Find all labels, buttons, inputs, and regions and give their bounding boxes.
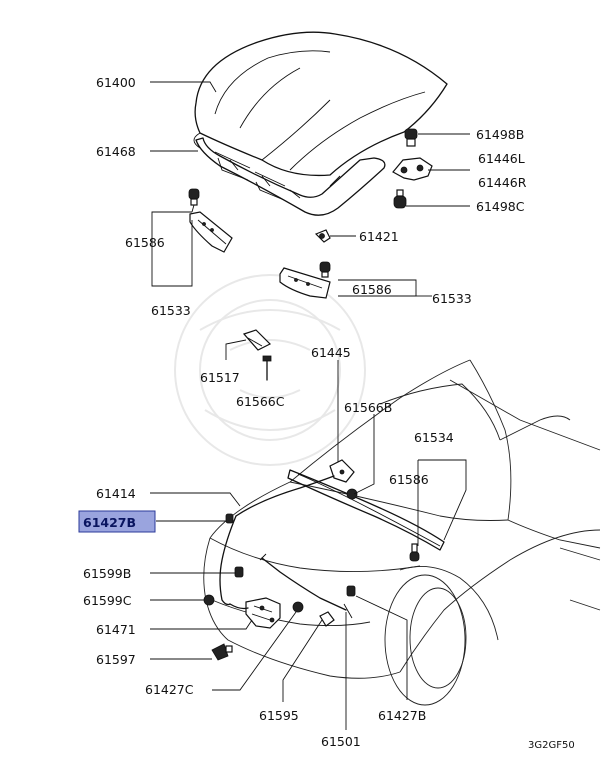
label-61421[interactable]: 61421 (359, 229, 399, 244)
label-61445[interactable]: 61445 (311, 345, 351, 360)
clip-61599C[interactable] (203, 594, 215, 606)
label-61427C[interactable]: 61427C (145, 682, 194, 697)
clip-61599B[interactable] (234, 566, 244, 578)
label-61586-mid[interactable]: 61586 (352, 282, 392, 297)
label-61427B-bottom[interactable]: 61427B (378, 708, 426, 723)
clamp-61427B-lower[interactable] (346, 585, 356, 597)
highlight-box (78, 510, 156, 533)
label-61471[interactable]: 61471 (96, 622, 136, 637)
bumper-61597[interactable] (211, 643, 233, 661)
leader-lines (150, 81, 470, 730)
bracket-61533-right[interactable] (279, 267, 331, 299)
grommet-61595[interactable] (319, 611, 335, 627)
hood-panel[interactable] (193, 31, 448, 177)
bracket-61533-left[interactable] (189, 211, 233, 253)
latch-bracket-61517[interactable] (242, 329, 272, 351)
bumper-61498B[interactable] (404, 128, 418, 147)
label-61586-left[interactable]: 61586 (125, 235, 165, 250)
label-61446L[interactable]: 61446L (478, 151, 525, 166)
label-61599B[interactable]: 61599B (83, 566, 131, 581)
bolt-61566C[interactable] (262, 355, 272, 381)
diagram-code: 3G2GF50 (528, 740, 575, 751)
release-cable-61414[interactable] (219, 475, 335, 606)
vehicle-body-outline (203, 359, 601, 706)
label-61501[interactable]: 61501 (321, 734, 361, 749)
label-61599C[interactable]: 61599C (83, 593, 132, 608)
label-61498C[interactable]: 61498C (476, 199, 525, 214)
label-61400[interactable]: 61400 (96, 75, 136, 90)
hood-seal[interactable] (195, 137, 386, 216)
label-61533-right[interactable]: 61533 (432, 291, 472, 306)
hood-lock-61471[interactable] (229, 597, 281, 629)
label-61534[interactable]: 61534 (414, 430, 454, 445)
clip-61586-mid[interactable] (319, 261, 331, 278)
hood-support-rod-61501[interactable] (259, 553, 353, 619)
bolt-61566B[interactable] (346, 488, 358, 500)
watermark-emblem (174, 274, 366, 466)
label-61566C[interactable]: 61566C (236, 394, 285, 409)
label-61446R[interactable]: 61446R (478, 175, 527, 190)
clip-61586-strip[interactable] (409, 543, 420, 562)
label-61566B[interactable]: 61566B (344, 400, 392, 415)
label-61586-right[interactable]: 61586 (389, 472, 429, 487)
clamp-61427B[interactable] (225, 513, 234, 524)
label-61533-left[interactable]: 61533 (151, 303, 191, 318)
label-61468[interactable]: 61468 (96, 144, 136, 159)
clip-61421[interactable] (314, 229, 331, 243)
bumper-61498C[interactable] (393, 189, 407, 209)
label-61517[interactable]: 61517 (200, 370, 240, 385)
hood-latch-61445[interactable] (329, 459, 355, 483)
hinge-61446[interactable] (392, 157, 433, 181)
label-61498B[interactable]: 61498B (476, 127, 524, 142)
label-61597[interactable]: 61597 (96, 652, 136, 667)
cushion-61427C[interactable] (292, 601, 304, 613)
label-61427B-selected[interactable]: 61427B (83, 515, 136, 530)
label-61414[interactable]: 61414 (96, 486, 136, 501)
part-labels[interactable]: 61400 61468 61498B 61446L 61446R 61498C … (83, 75, 527, 749)
label-61595[interactable]: 61595 (259, 708, 299, 723)
clip-61586-left[interactable] (188, 188, 200, 206)
